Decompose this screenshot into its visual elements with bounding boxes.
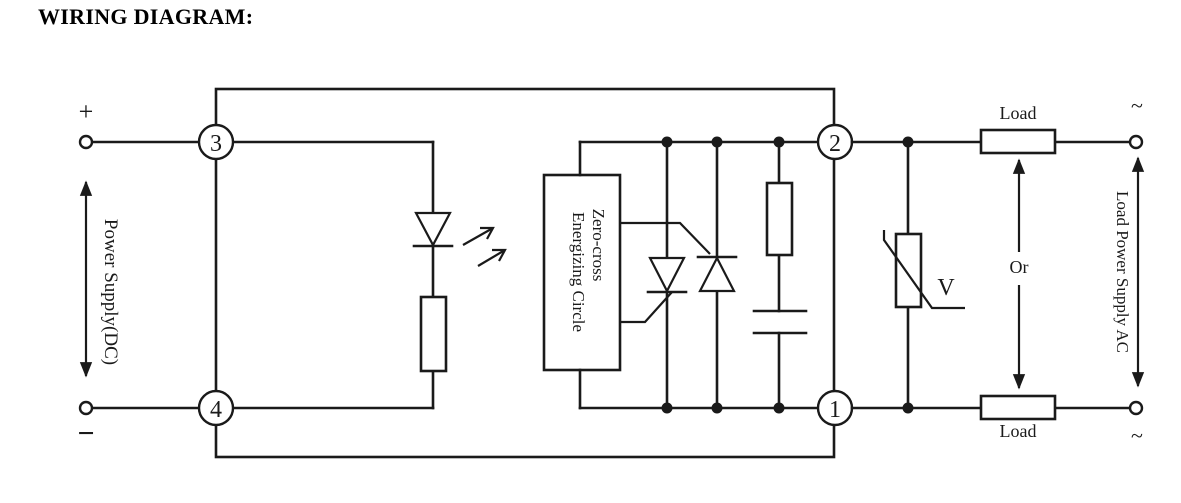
ac-terminal-bottom: [1128, 400, 1144, 416]
gate-lead-left: [620, 291, 673, 324]
zero-cross-label-2: Energizing Circle: [569, 212, 588, 332]
load-top-label: Load: [1000, 103, 1037, 123]
snubber-capacitor: [752, 309, 808, 335]
output-wiring: [578, 140, 821, 410]
dc-negative-terminal: [78, 400, 94, 416]
page-title: WIRING DIAGRAM:: [38, 4, 254, 29]
terminal-4: [197, 389, 235, 427]
thyristor-left: [646, 256, 688, 294]
minus-sign: −: [77, 417, 94, 450]
load-resistor-top: [979, 128, 1057, 155]
relay-module-outline: [214, 87, 836, 459]
ac-symbol-top: ~: [1131, 93, 1143, 118]
varistor-label: V: [937, 275, 955, 301]
thyristor-right: [696, 255, 738, 293]
gate-lead-right: [620, 221, 711, 255]
input-resistor: [419, 295, 448, 373]
ac-output-wiring: [850, 140, 1132, 410]
zero-cross-label-1: Zero-cross: [589, 209, 608, 282]
terminal-4-label: 4: [210, 397, 222, 423]
terminal-3: [197, 123, 235, 161]
or-label: Or: [1010, 257, 1029, 277]
snubber-resistor: [765, 181, 794, 257]
varistor: [882, 230, 965, 310]
terminal-3-label: 3: [210, 131, 222, 157]
terminal-1-label: 1: [829, 397, 841, 423]
dc-positive-terminal: [78, 134, 94, 150]
load-bottom-label: Load: [1000, 421, 1037, 441]
junction-dots: [661, 136, 914, 414]
zero-cross-circuit-block: [542, 173, 622, 372]
ac-symbol-bottom: ~: [1131, 423, 1143, 448]
power-supply-dc-label: Power Supply(DC): [100, 219, 121, 365]
led-diode: [412, 211, 454, 248]
load-power-supply-ac-label: Load Power Supply AC: [1113, 191, 1132, 353]
light-emission-arrows: [462, 226, 507, 267]
load-resistor-bottom: [979, 394, 1057, 421]
plus-sign: +: [79, 97, 94, 126]
terminal-2-label: 2: [829, 131, 841, 157]
dc-input-wiring: [90, 140, 435, 410]
ac-terminal-top: [1128, 134, 1144, 150]
